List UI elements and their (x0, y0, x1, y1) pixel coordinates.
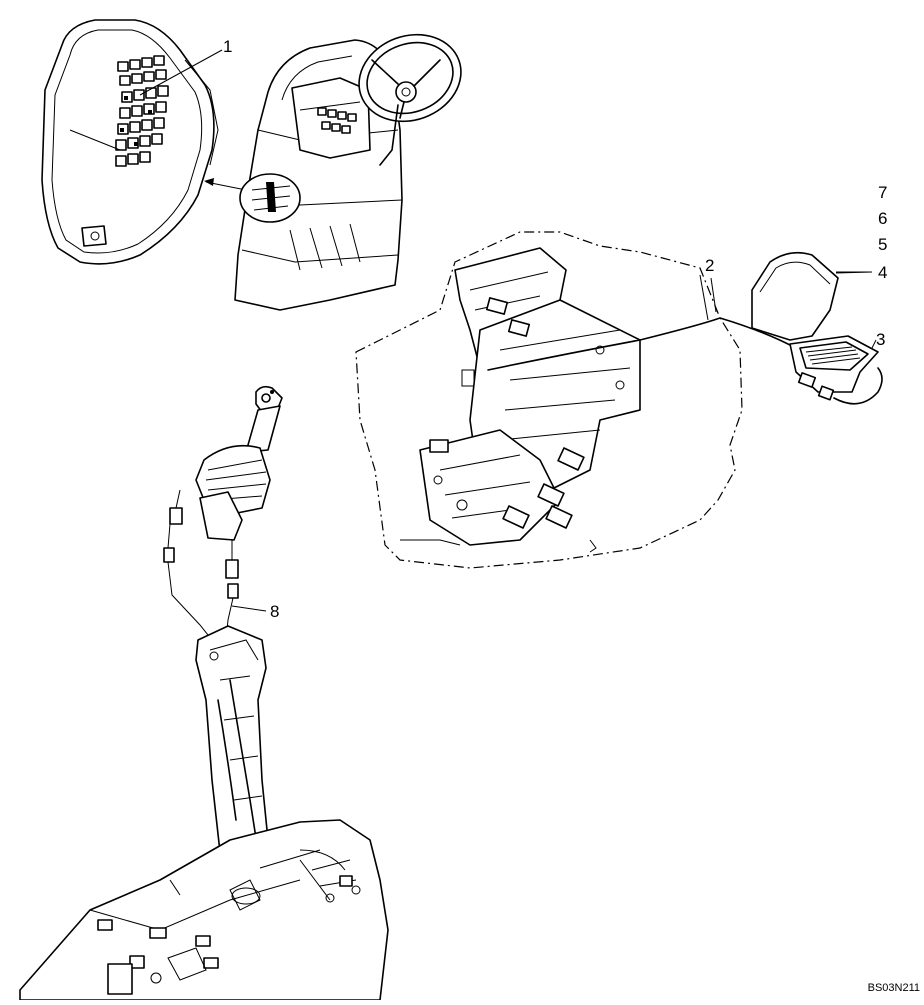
joystick-control (19, 385, 389, 1001)
drawing-reference-code: BS03N211 (867, 982, 920, 994)
switch-panel-detail (41, 19, 247, 265)
cab-floor-assembly (355, 231, 811, 569)
callout-1: 1 (223, 37, 233, 56)
gauge-cluster (317, 107, 357, 134)
steering-console (234, 33, 462, 311)
steering-wheel (358, 33, 462, 166)
base-hardware (97, 875, 361, 995)
hydraulic-fittings (429, 297, 625, 529)
switch-grid (115, 55, 169, 167)
callout-3: 3 (876, 330, 886, 349)
callout-8: 8 (270, 602, 280, 621)
callout-6: 6 (878, 209, 888, 228)
foot-pedal-switch (751, 251, 883, 405)
callout-5: 5 (878, 235, 888, 254)
callout-2: 2 (705, 256, 715, 275)
callout-4: 4 (878, 263, 888, 282)
callout-7: 7 (878, 183, 888, 202)
